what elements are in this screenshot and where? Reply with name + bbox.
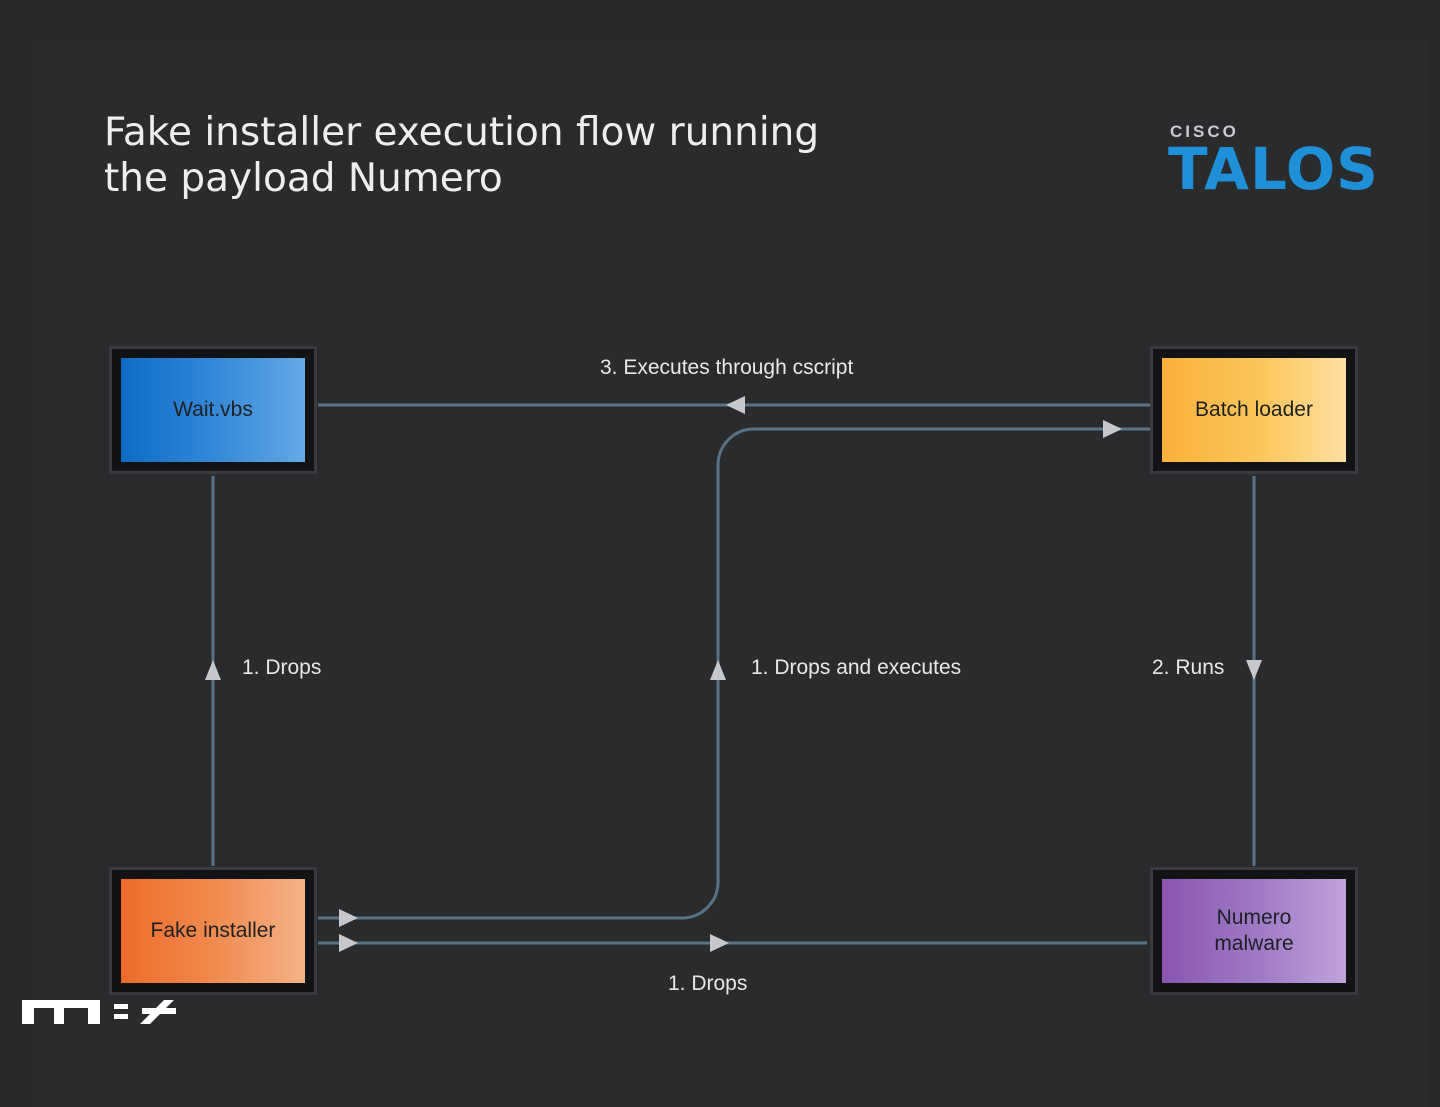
node-numero-malware-label: Numero malware <box>1162 879 1346 983</box>
arrow-right-bottom-icon <box>710 934 729 952</box>
node-numero-malware: Numero malware <box>1150 867 1358 995</box>
edge-label-drops-and-executes: 1. Drops and executes <box>751 656 962 679</box>
arrow-up-center-icon <box>710 660 726 680</box>
arrow-down-right-icon <box>1246 660 1262 680</box>
edge-label-drops-left: 1. Drops <box>242 656 322 679</box>
node-wait-vbs: Wait.vbs <box>109 346 317 474</box>
node-fake-installer: Fake installer <box>109 867 317 995</box>
edge-installer-to-batch <box>318 427 1150 920</box>
edge-label-executes-through-cscript: 3. Executes through cscript <box>600 356 854 379</box>
arrow-right-installer-lower-icon <box>339 934 358 952</box>
diagram-title: Fake installer execution flow running th… <box>104 110 820 201</box>
arrow-up-left-icon <box>205 660 221 680</box>
node-wait-vbs-label: Wait.vbs <box>121 358 305 462</box>
node-batch-loader-label: Batch loader <box>1162 358 1346 462</box>
node-fake-installer-label: Fake installer <box>121 879 305 983</box>
edge-label-runs: 2. Runs <box>1152 656 1225 679</box>
arrow-right-top-icon <box>1103 420 1122 438</box>
logo-cisco-text: CISCO <box>1170 122 1239 141</box>
cisco-talos-logo: CISCO TALOS <box>1168 122 1378 202</box>
arrow-right-installer-upper-icon <box>339 909 358 927</box>
watermark-logo-icon <box>22 1000 176 1024</box>
node-batch-loader: Batch loader <box>1150 346 1358 474</box>
logo-talos-text: TALOS <box>1168 135 1379 203</box>
arrow-left-top-icon <box>726 396 745 414</box>
edge-label-drops-bottom: 1. Drops <box>668 972 748 995</box>
